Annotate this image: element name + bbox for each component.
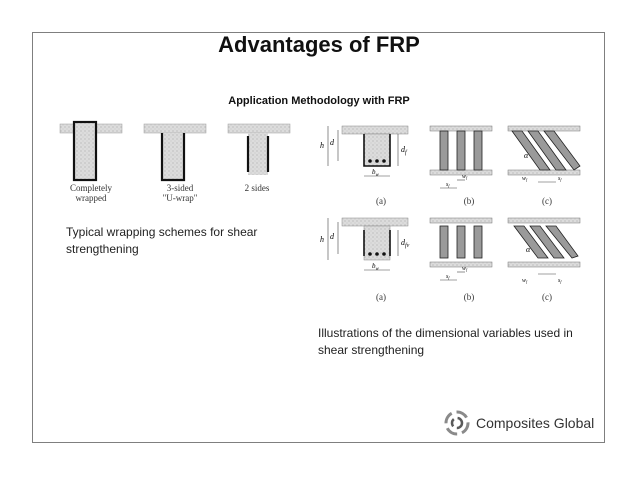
svg-text:sf: sf: [558, 176, 562, 182]
svg-text:wf: wf: [522, 176, 528, 182]
panel-b-strips-row2: wf sf: [429, 217, 493, 281]
svg-text:sf: sf: [446, 274, 450, 280]
panel-label-c-row1: (c): [542, 196, 552, 206]
slide-frame: [32, 32, 605, 443]
dimension-figure-row-1: h d df bw wf sf α wf sf: [320, 125, 581, 189]
slide-subtitle: Application Methodology with FRP: [228, 95, 410, 107]
panel-c-inclined-strips-row2: α wf sf: [507, 217, 581, 284]
label-completely-wrapped: Completely wrapped: [70, 183, 112, 203]
svg-text:sf: sf: [558, 278, 562, 284]
symbol-h: h: [320, 141, 324, 150]
panel-label-b-row2: (b): [463, 292, 475, 302]
symbol-bw: bw: [372, 168, 380, 178]
svg-text:dfv: dfv: [401, 238, 410, 249]
panel-c-inclined-strips: α wf sf: [507, 125, 581, 183]
label-two-sides: 2 sides: [244, 183, 270, 193]
completely-wrapped-section: [59, 120, 123, 182]
dimension-caption: Illustrations of the dimensional variabl…: [318, 326, 573, 357]
svg-text:wf: wf: [522, 278, 528, 284]
u-wrap-section: [143, 123, 207, 182]
panel-label-b-row1: (b): [463, 196, 475, 206]
panel-a-section: h d df bw: [320, 125, 409, 178]
company-logo-text: Composites Global: [476, 415, 595, 431]
symbol-df: df: [401, 145, 408, 156]
wrapping-schemes-figure: [59, 120, 291, 182]
swirl-logo-icon: [444, 410, 470, 436]
panel-a-section-row2: h d dfv bw: [320, 217, 410, 272]
label-u-wrap: 3-sided "U-wrap": [162, 183, 198, 203]
panel-label-a-row2: (a): [376, 292, 386, 302]
svg-text:α: α: [526, 245, 531, 254]
wrapping-caption: Typical wrapping schemes for shear stren…: [66, 225, 258, 256]
svg-text:α: α: [524, 151, 529, 160]
svg-text:sf: sf: [446, 182, 450, 188]
symbol-d: d: [330, 138, 335, 147]
dimension-figure-row-2: h d dfv bw wf sf α wf sf: [320, 217, 581, 284]
svg-text:h: h: [320, 235, 324, 244]
panel-b-strips: wf sf: [429, 125, 493, 189]
panel-label-c-row2: (c): [542, 292, 552, 302]
svg-text:bw: bw: [372, 262, 380, 272]
svg-text:wf: wf: [462, 266, 468, 272]
svg-text:wf: wf: [462, 174, 468, 180]
slide-title: Advantages of FRP: [218, 32, 420, 57]
svg-text:d: d: [330, 232, 335, 241]
two-sides-section: [227, 123, 291, 175]
panel-label-a-row1: (a): [376, 196, 386, 206]
